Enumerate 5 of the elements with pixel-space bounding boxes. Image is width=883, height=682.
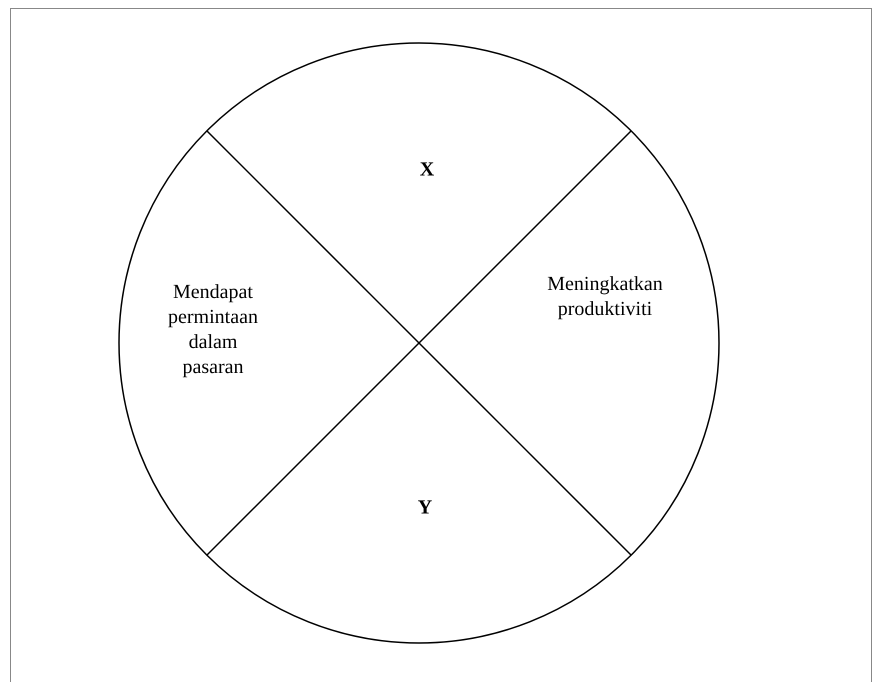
quadrant-label: Mendapat permintaan dalam pasaran: [158, 280, 268, 380]
divided-circle: [118, 42, 720, 644]
quadrant-label: Meningkatkan produktiviti: [535, 272, 675, 322]
quadrant-label: Y: [395, 496, 455, 520]
quadrant-label: X: [397, 158, 457, 182]
